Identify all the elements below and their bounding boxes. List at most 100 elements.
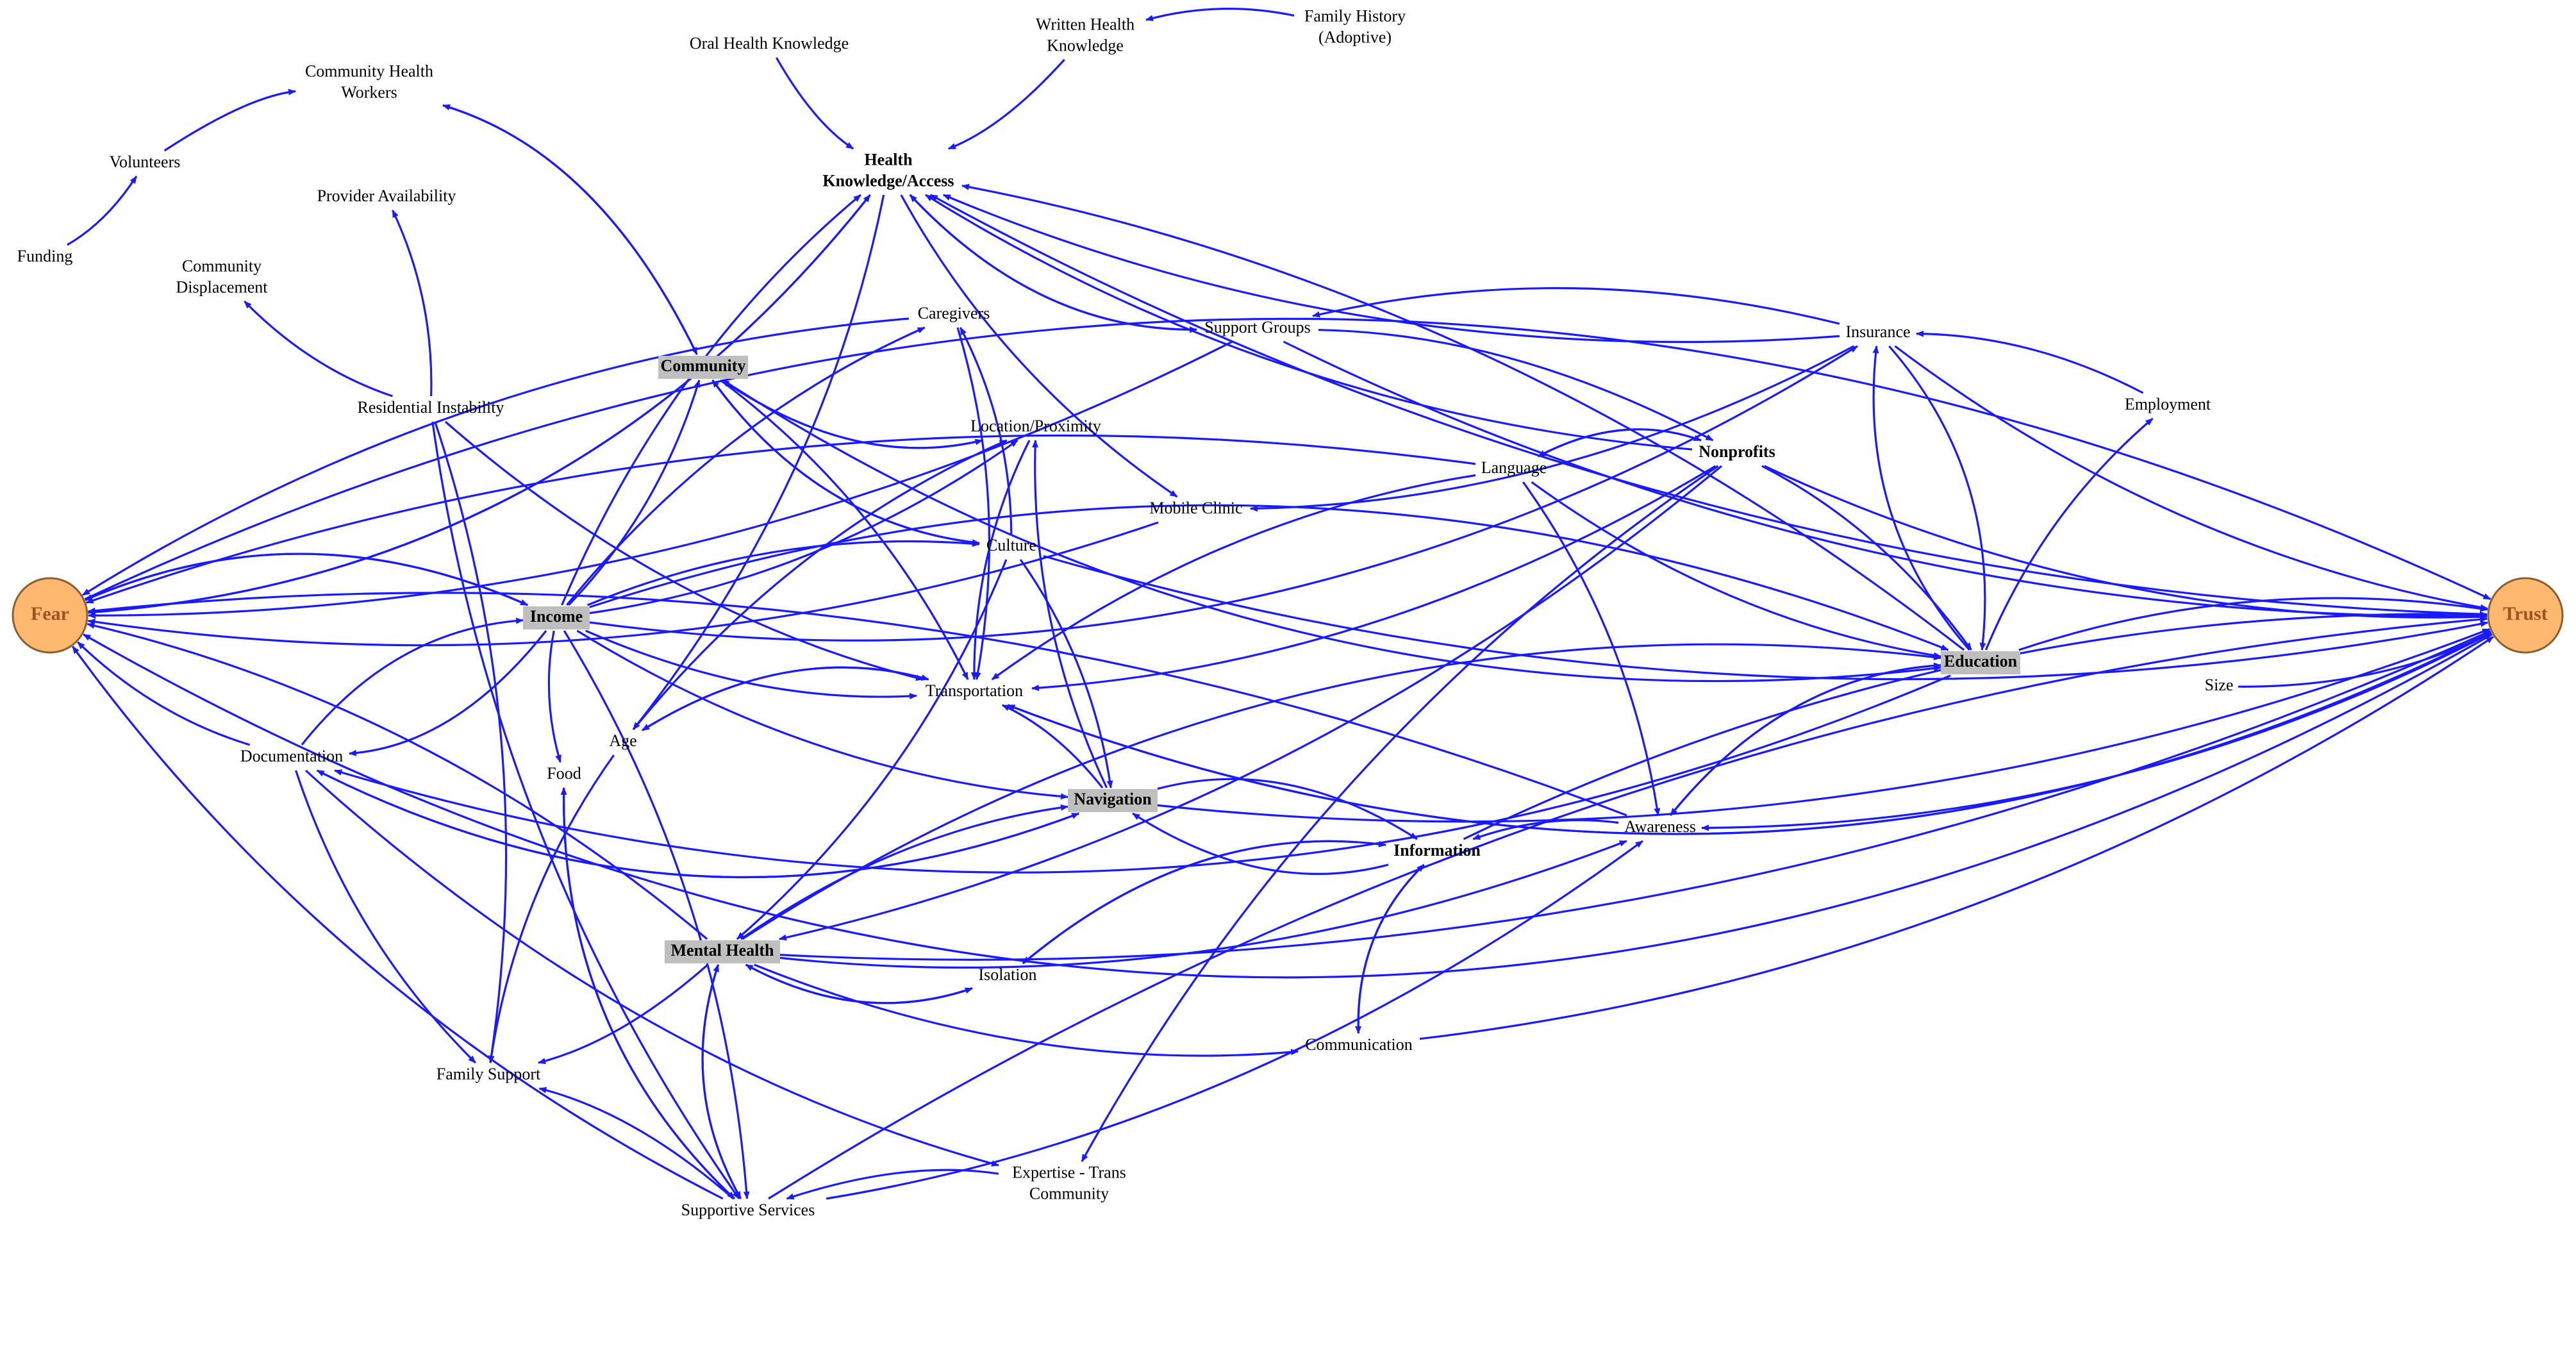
node-language: Language xyxy=(1481,458,1547,477)
node-writtenhk-label: Knowledge xyxy=(1047,36,1124,54)
edge-income-to-insurance xyxy=(589,345,1858,642)
node-caregivers-label: Caregivers xyxy=(918,304,990,322)
edge-supportive-to-awareness xyxy=(826,840,1643,1200)
edge-language-to-fear xyxy=(85,434,1476,604)
node-provavail-label: Provider Availability xyxy=(317,187,456,205)
edge-language-to-education xyxy=(1531,481,1941,659)
edge-education-to-insurance xyxy=(1872,345,1970,651)
node-trust-circle xyxy=(2487,577,2564,654)
edge-mobileclinic-to-fear xyxy=(87,521,1159,647)
edge-navigation-to-documentation xyxy=(316,769,1079,879)
edge-documentation-to-income xyxy=(301,617,524,745)
edge-resinst-to-provavail xyxy=(392,210,433,397)
edge-resinst-to-familysupport xyxy=(434,421,508,1063)
node-nonprofits: Nonprofits xyxy=(1699,442,1775,461)
node-awareness: Awareness xyxy=(1624,817,1696,836)
node-employment: Employment xyxy=(2125,395,2211,413)
node-famhist-label: Family History xyxy=(1304,6,1406,25)
edge-supportive-to-fear xyxy=(72,645,724,1200)
edge-isolation-to-information xyxy=(1022,840,1386,965)
node-insurance: Insurance xyxy=(1845,322,1910,341)
edge-nonprofits-to-language xyxy=(1537,428,1702,458)
node-navigation-label: Navigation xyxy=(1074,790,1152,808)
node-hka-label: Health xyxy=(864,150,913,169)
edge-resinst-to-supportive xyxy=(431,421,740,1199)
node-expertise-label: Community xyxy=(1029,1184,1109,1202)
edge-culture-to-navigation xyxy=(1019,559,1113,788)
node-culture: Culture xyxy=(986,536,1036,554)
node-location-label: Location/Proximity xyxy=(970,417,1101,435)
node-information: Information xyxy=(1393,841,1481,860)
edge-supportgroups-to-trust xyxy=(1283,340,2488,619)
edge-communication-to-information xyxy=(1357,863,1425,1034)
edge-documentation-to-navigation xyxy=(316,769,1080,879)
node-size: Size xyxy=(2205,676,2234,694)
edge-education-to-awareness xyxy=(1669,664,1941,817)
node-chw-label: Community Health xyxy=(305,62,433,80)
edge-mentalhealth-to-navigation xyxy=(740,804,1068,940)
node-employment-label: Employment xyxy=(2125,395,2211,413)
edge-income-to-navigation xyxy=(576,629,1068,800)
edge-age-to-transportation xyxy=(642,666,929,731)
node-writtenhk-label: Written Health xyxy=(1036,15,1134,33)
node-language-label: Language xyxy=(1481,458,1547,477)
node-caregivers: Caregivers xyxy=(918,304,990,322)
edge-trust-to-hka xyxy=(930,194,2488,615)
edge-insurance-to-hka xyxy=(942,194,1840,344)
node-familysupport-label: Family Support xyxy=(436,1065,541,1083)
node-communication: Communication xyxy=(1305,1035,1413,1054)
edge-hka-to-mobileclinic xyxy=(900,194,1178,498)
edge-supportgroups-to-fear xyxy=(88,340,1233,619)
node-food-label: Food xyxy=(547,764,581,783)
edge-supportive-to-familysupport xyxy=(538,1086,735,1200)
node-trust-label: Trust xyxy=(2503,603,2547,624)
node-insurance-label: Insurance xyxy=(1845,322,1910,341)
edge-culture-to-caregivers xyxy=(959,327,1013,535)
edge-income-to-community xyxy=(568,379,701,606)
edge-navigation-to-location xyxy=(1032,440,1108,788)
edge-language-to-transportation xyxy=(991,474,1476,681)
edge-fear-to-income xyxy=(85,553,529,606)
edge-trust-to-transportation xyxy=(1007,631,2492,835)
node-community: Community xyxy=(658,356,748,379)
edge-community-to-transportation xyxy=(719,379,969,680)
edge-mentalhealth-to-familysupport xyxy=(538,963,709,1065)
edge-fear-to-trust xyxy=(84,317,2491,601)
edge-income-to-location xyxy=(589,439,1018,615)
edge-mentalhealth-to-awareness xyxy=(779,840,1627,969)
node-transportation: Transportation xyxy=(926,681,1023,700)
edge-resinst-to-commdisp xyxy=(244,300,393,397)
edge-income-to-education xyxy=(589,504,1949,651)
edge-supportgroups-to-nonprofits xyxy=(1318,329,1714,442)
node-mentalhealth: Mental Health xyxy=(665,940,780,963)
node-isolation: Isolation xyxy=(979,965,1037,984)
edge-oralhk-to-hka xyxy=(776,57,854,150)
node-location: Location/Proximity xyxy=(970,417,1101,435)
edge-caregivers-to-transportation xyxy=(956,327,991,680)
node-commdisp-label: Community xyxy=(182,256,262,275)
node-income: Income xyxy=(523,606,590,629)
node-community-highlight xyxy=(658,356,748,379)
edge-age-to-location xyxy=(633,439,1008,731)
node-familysupport: Family Support xyxy=(436,1065,541,1083)
edge-mentalhealth-to-communication xyxy=(754,963,1299,1057)
node-awareness-label: Awareness xyxy=(1624,817,1696,836)
node-isolation-label: Isolation xyxy=(979,965,1037,984)
node-transportation-label: Transportation xyxy=(926,681,1023,700)
edge-transportation-to-trust xyxy=(1007,631,2492,835)
edge-education-to-employment xyxy=(1984,417,2154,651)
node-supportgroups: Support Groups xyxy=(1204,318,1310,337)
node-trust: Trust xyxy=(2487,577,2564,654)
node-oralhk-label: Oral Health Knowledge xyxy=(690,34,849,53)
edge-navigation-to-trust xyxy=(1157,628,2490,823)
node-mentalhealth-label: Mental Health xyxy=(670,941,774,960)
edge-volunteers-to-chw xyxy=(163,88,296,152)
edge-nonprofits-to-education xyxy=(1761,465,1972,651)
edge-resinst-to-transportation xyxy=(444,420,924,681)
node-chw-label: Workers xyxy=(341,83,397,101)
edge-income-to-transportation xyxy=(585,629,917,700)
edge-expertise-to-supportive xyxy=(786,1169,999,1200)
edge-nonprofits-to-expertise xyxy=(1081,465,1719,1162)
